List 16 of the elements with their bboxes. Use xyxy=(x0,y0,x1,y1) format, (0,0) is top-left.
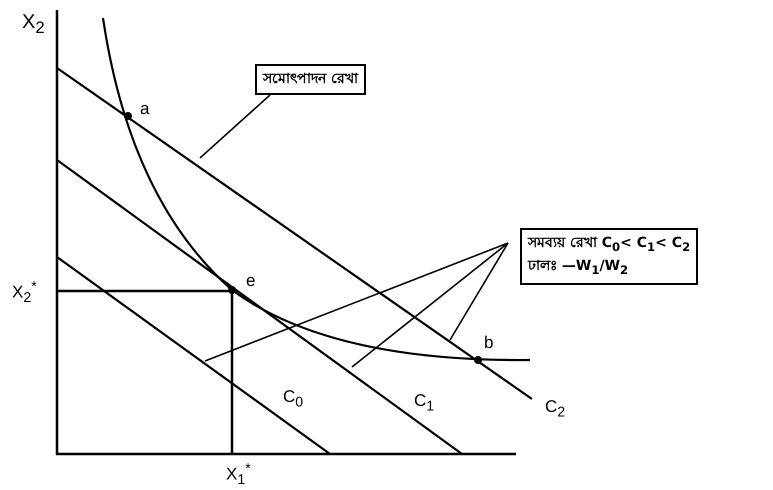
line-label: C$_{2}$ xyxy=(545,398,566,420)
axis-label: X$_{2}$ xyxy=(22,12,45,37)
isocost-line xyxy=(56,159,463,455)
point-label: a xyxy=(140,100,150,117)
line-label: C$_{1}$ xyxy=(414,392,434,414)
leader-line xyxy=(449,242,509,340)
label-text: সমোৎপাদন রেখা xyxy=(263,70,358,89)
label-text: ঢালঃ —W$_{1}$/W$_{2}$ xyxy=(528,257,630,280)
line-label: C$_{0}$ xyxy=(283,388,304,410)
point-label: e xyxy=(246,272,256,289)
point-label: b xyxy=(484,334,494,351)
label-text: সমব্যয় রেখা C$_{0}$< C$_{1}$< C$_{2}$ xyxy=(528,234,690,256)
leader-line xyxy=(204,242,508,362)
label-box xyxy=(520,228,698,285)
leader-line xyxy=(199,94,271,159)
leader-line xyxy=(352,242,508,368)
